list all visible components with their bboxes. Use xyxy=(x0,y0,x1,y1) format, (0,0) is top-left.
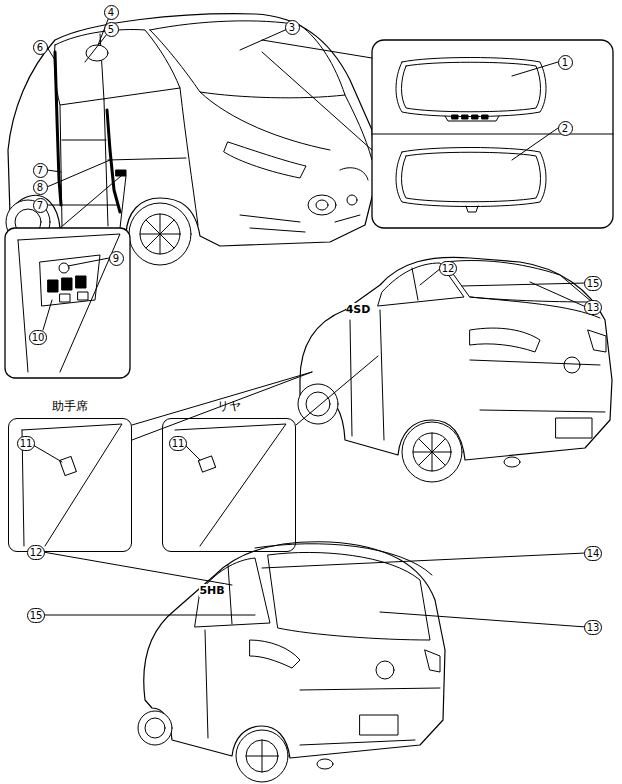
callout-number: 15 xyxy=(584,276,603,291)
callout-number: 6 xyxy=(33,40,48,55)
callout-number: 11 xyxy=(17,436,36,451)
inset-heading: 助手席 xyxy=(9,398,131,415)
callout-number: 10 xyxy=(29,330,48,345)
callout-number: 15 xyxy=(27,608,46,623)
callout-number: 13 xyxy=(584,620,603,635)
callout-number: 8 xyxy=(33,180,48,195)
callout-number: 1 xyxy=(558,55,573,70)
inset-heading: リヤ xyxy=(163,398,295,415)
callout-number: 12 xyxy=(27,545,46,560)
callout-number: 7 xyxy=(33,198,48,213)
callout-number: 11 xyxy=(169,436,188,451)
callout-number: 9 xyxy=(109,251,124,266)
callout-number: 4 xyxy=(104,5,119,20)
callout-number: 2 xyxy=(558,121,573,136)
callout-number: 14 xyxy=(584,546,603,561)
callout-number: 13 xyxy=(584,300,603,315)
callout-number: 5 xyxy=(104,22,119,37)
callout-number: 12 xyxy=(439,261,458,276)
model-label: 4SD xyxy=(346,303,371,316)
callout-number: 3 xyxy=(285,20,300,35)
callout-number: 7 xyxy=(33,163,48,178)
model-label: 5HB xyxy=(199,584,224,597)
